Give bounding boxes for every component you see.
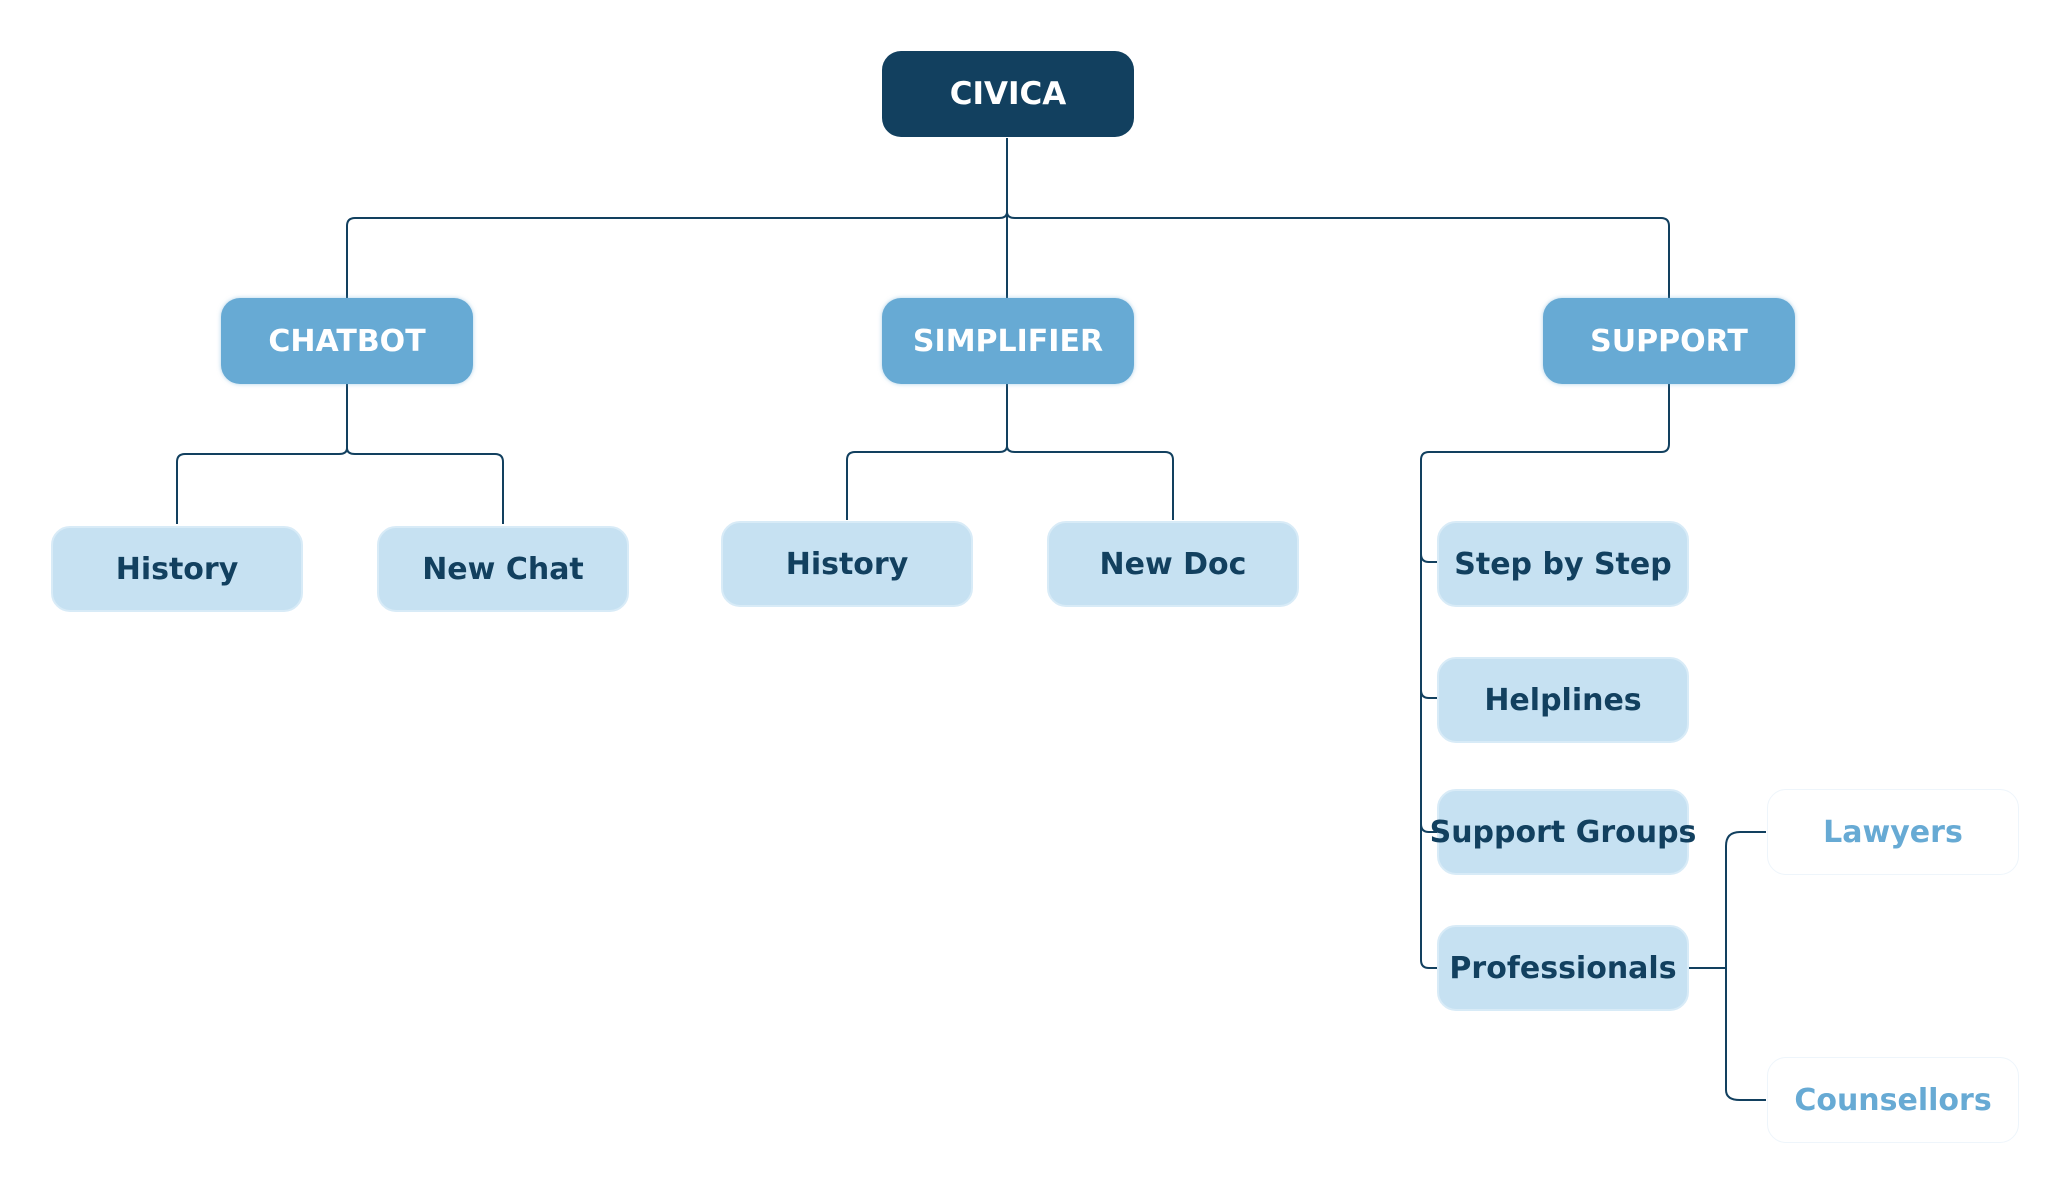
- branch-node-chatbot: CHATBOT: [221, 298, 473, 384]
- leaf-label: New Doc: [1099, 546, 1247, 582]
- leaf-node-professionals: Professionals: [1437, 925, 1689, 1011]
- subleaf-label: Counsellors: [1794, 1082, 1992, 1118]
- leaf-node-helplines: Helplines: [1437, 657, 1689, 743]
- leaf-label: Helplines: [1484, 682, 1642, 718]
- leaf-label: Step by Step: [1454, 546, 1672, 582]
- leaf-node-step-by-step: Step by Step: [1437, 521, 1689, 607]
- leaf-label: New Chat: [422, 551, 584, 587]
- connector-professionals-to-counsellors: [1725, 1089, 1766, 1101]
- root-node-civica: CIVICA: [882, 51, 1134, 137]
- connector-root-to-support: [1006, 211, 1670, 298]
- branch-node-support: SUPPORT: [1543, 298, 1795, 384]
- branch-label: SUPPORT: [1590, 323, 1748, 359]
- subleaf-node-lawyers: Lawyers: [1767, 789, 2019, 875]
- leaf-label: History: [115, 551, 239, 587]
- branch-label: CHATBOT: [268, 323, 426, 359]
- leaf-node-support-groups: Support Groups: [1430, 789, 1696, 875]
- connector-simplifier-to-history: [846, 445, 1008, 520]
- leaf-node-simplifier-history: History: [721, 521, 973, 607]
- leaf-label: Support Groups: [1429, 814, 1697, 850]
- leaf-node-chatbot-history: History: [51, 526, 303, 612]
- connector-root-to-chatbot: [346, 211, 1008, 298]
- connector-support-to-professionals: [1420, 959, 1440, 969]
- leaf-node-new-chat: New Chat: [377, 526, 629, 612]
- connector-chatbot-to-history: [176, 447, 348, 524]
- leaf-label: Professionals: [1449, 950, 1677, 986]
- leaf-label: History: [785, 546, 909, 582]
- leaf-node-new-doc: New Doc: [1047, 521, 1299, 607]
- connector-simplifier-to-new-doc: [1006, 445, 1174, 520]
- branch-label: SIMPLIFIER: [912, 323, 1104, 359]
- connector-chatbot-to-new-chat: [346, 447, 504, 524]
- connector-support-to-step: [1420, 553, 1440, 563]
- connector-professionals-to-lawyers: [1725, 831, 1766, 847]
- subleaf-label: Lawyers: [1823, 814, 1963, 850]
- subleaf-node-counsellors: Counsellors: [1767, 1057, 2019, 1143]
- connector-support-to-groups: [1420, 823, 1440, 833]
- branch-node-simplifier: SIMPLIFIER: [882, 298, 1134, 384]
- connector-support-trunk: [1420, 384, 1670, 960]
- connector-support-to-helplines: [1420, 689, 1440, 699]
- root-label: CIVICA: [949, 76, 1067, 112]
